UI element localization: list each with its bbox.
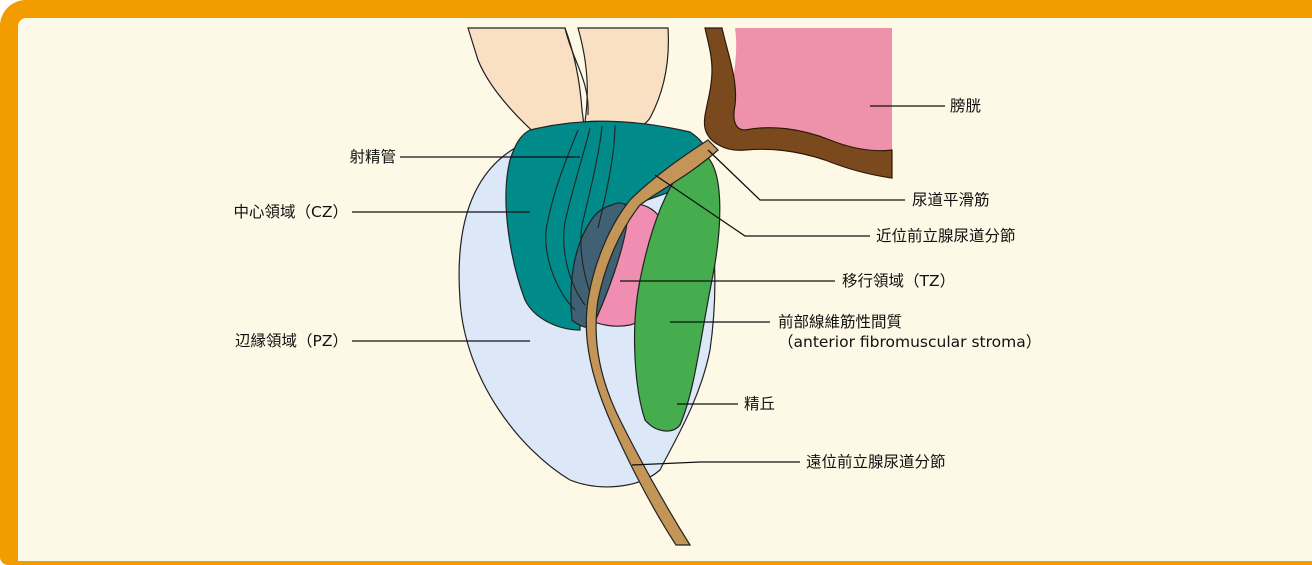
label-proximal-urethra: 近位前立腺尿道分節 (876, 227, 1016, 245)
seminal-vesicle-right (578, 28, 668, 127)
label-peripheral-zone: 辺縁領域（PZ） (235, 332, 348, 350)
label-central-zone: 中心領域（CZ） (234, 203, 348, 221)
label-afs-line1: 前部線維筋性間質 (778, 313, 902, 331)
label-urethral-smooth-muscle: 尿道平滑筋 (912, 191, 990, 209)
label-distal-urethra: 遠位前立腺尿道分節 (806, 453, 946, 471)
label-ejaculatory-duct: 射精管 (349, 148, 396, 166)
seminal-vesicle-left (468, 28, 584, 140)
label-bladder: 膀胱 (950, 97, 981, 115)
label-verumontanum: 精丘 (744, 395, 775, 413)
label-afs-line2: （anterior fibromuscular stroma） (778, 333, 1041, 351)
label-transition-zone: 移行領域（TZ） (842, 272, 955, 290)
